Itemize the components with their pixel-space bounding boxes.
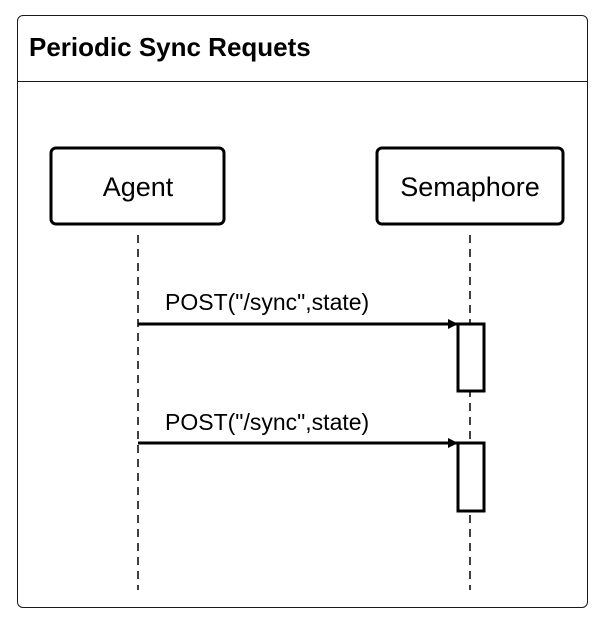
participant-agent-box: [49, 146, 226, 226]
title-bar: Periodic Sync Requets: [18, 16, 587, 82]
activation-bar-2: [456, 441, 486, 513]
message-2: POST("/sync",state): [138, 409, 458, 448]
participant-semaphore-box: [375, 146, 565, 226]
diagram-frame: Periodic Sync Requets: [17, 15, 588, 608]
participant-agent-label: Agent: [103, 172, 174, 202]
message-2-label: POST("/sync",state): [165, 409, 369, 435]
activation-bar-1: [456, 322, 486, 393]
participant-agent: Agent: [49, 146, 226, 226]
diagram-title: Periodic Sync Requets: [29, 32, 311, 62]
message-1-label: POST("/sync",state): [165, 289, 369, 315]
participant-semaphore-label: Semaphore: [400, 172, 540, 202]
participant-semaphore: Semaphore: [375, 146, 565, 226]
message-1: POST("/sync",state): [138, 289, 458, 329]
